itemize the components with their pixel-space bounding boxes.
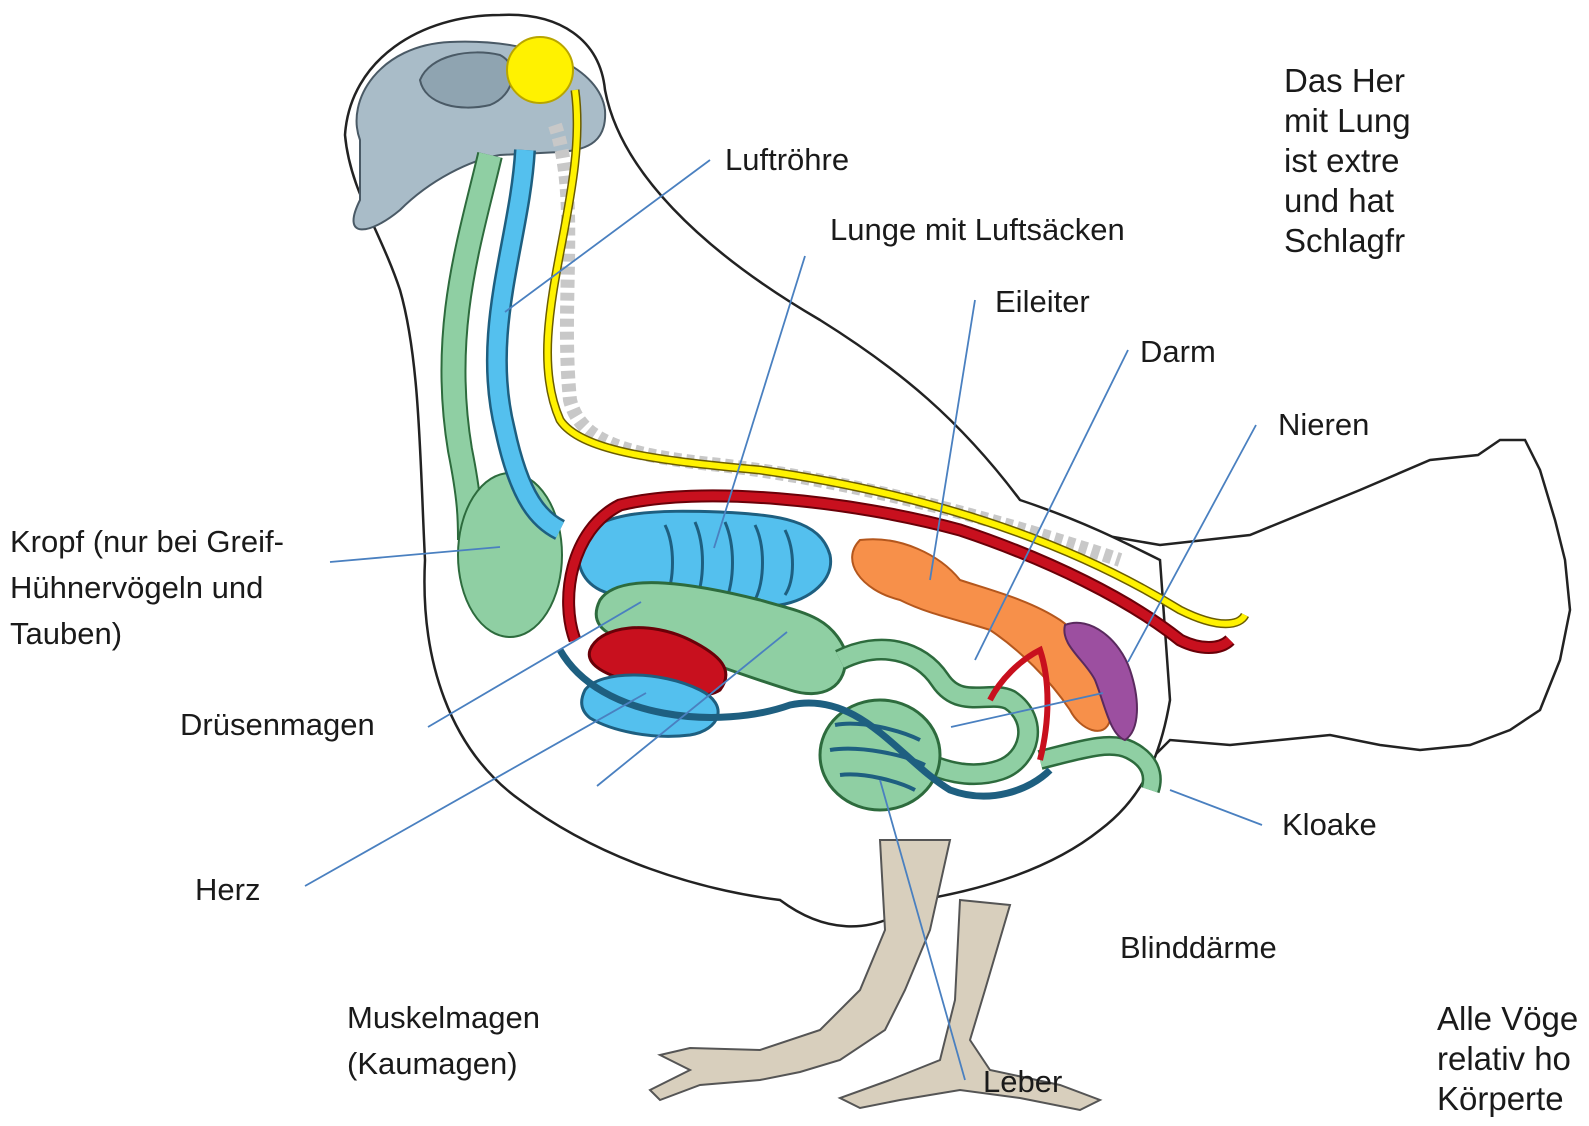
- label-kloake: Kloake: [1282, 805, 1377, 845]
- label-blinddaerme: Blinddärme: [1120, 928, 1277, 968]
- label-muskelmagen-line1: Muskelmagen: [347, 998, 540, 1038]
- label-luftroehre: Luftröhre: [725, 140, 849, 180]
- label-kropf-line3: Tauben): [10, 614, 122, 654]
- note-bottom-line2: relativ ho: [1437, 1040, 1571, 1078]
- label-eileiter: Eileiter: [995, 282, 1090, 322]
- label-leber: Leber: [983, 1062, 1062, 1102]
- pointer-kloake: [1170, 790, 1262, 825]
- gizzard: [820, 700, 940, 810]
- label-herz: Herz: [195, 870, 260, 910]
- note-bottom-line3: Körperte: [1437, 1080, 1564, 1118]
- note-top-line1: Das Her: [1284, 62, 1405, 100]
- note-top-line3: ist extre: [1284, 142, 1400, 180]
- note-top-line4: und hat: [1284, 182, 1394, 220]
- label-darm: Darm: [1140, 332, 1216, 372]
- note-top-line5: Schlagfr: [1284, 222, 1405, 260]
- label-nieren: Nieren: [1278, 405, 1369, 445]
- note-top-line2: mit Lung: [1284, 102, 1411, 140]
- label-muskelmagen-line2: (Kaumagen): [347, 1044, 518, 1084]
- label-kropf-line1: Kropf (nur bei Greif-: [10, 522, 284, 562]
- label-kropf-line2: Hühnervögeln und: [10, 568, 263, 608]
- label-lunge: Lunge mit Luftsäcken: [830, 210, 1125, 250]
- brain: [507, 37, 573, 103]
- crop: [458, 473, 562, 637]
- note-bottom-line1: Alle Vöge: [1437, 1000, 1578, 1038]
- label-druesenmagen: Drüsenmagen: [180, 705, 375, 745]
